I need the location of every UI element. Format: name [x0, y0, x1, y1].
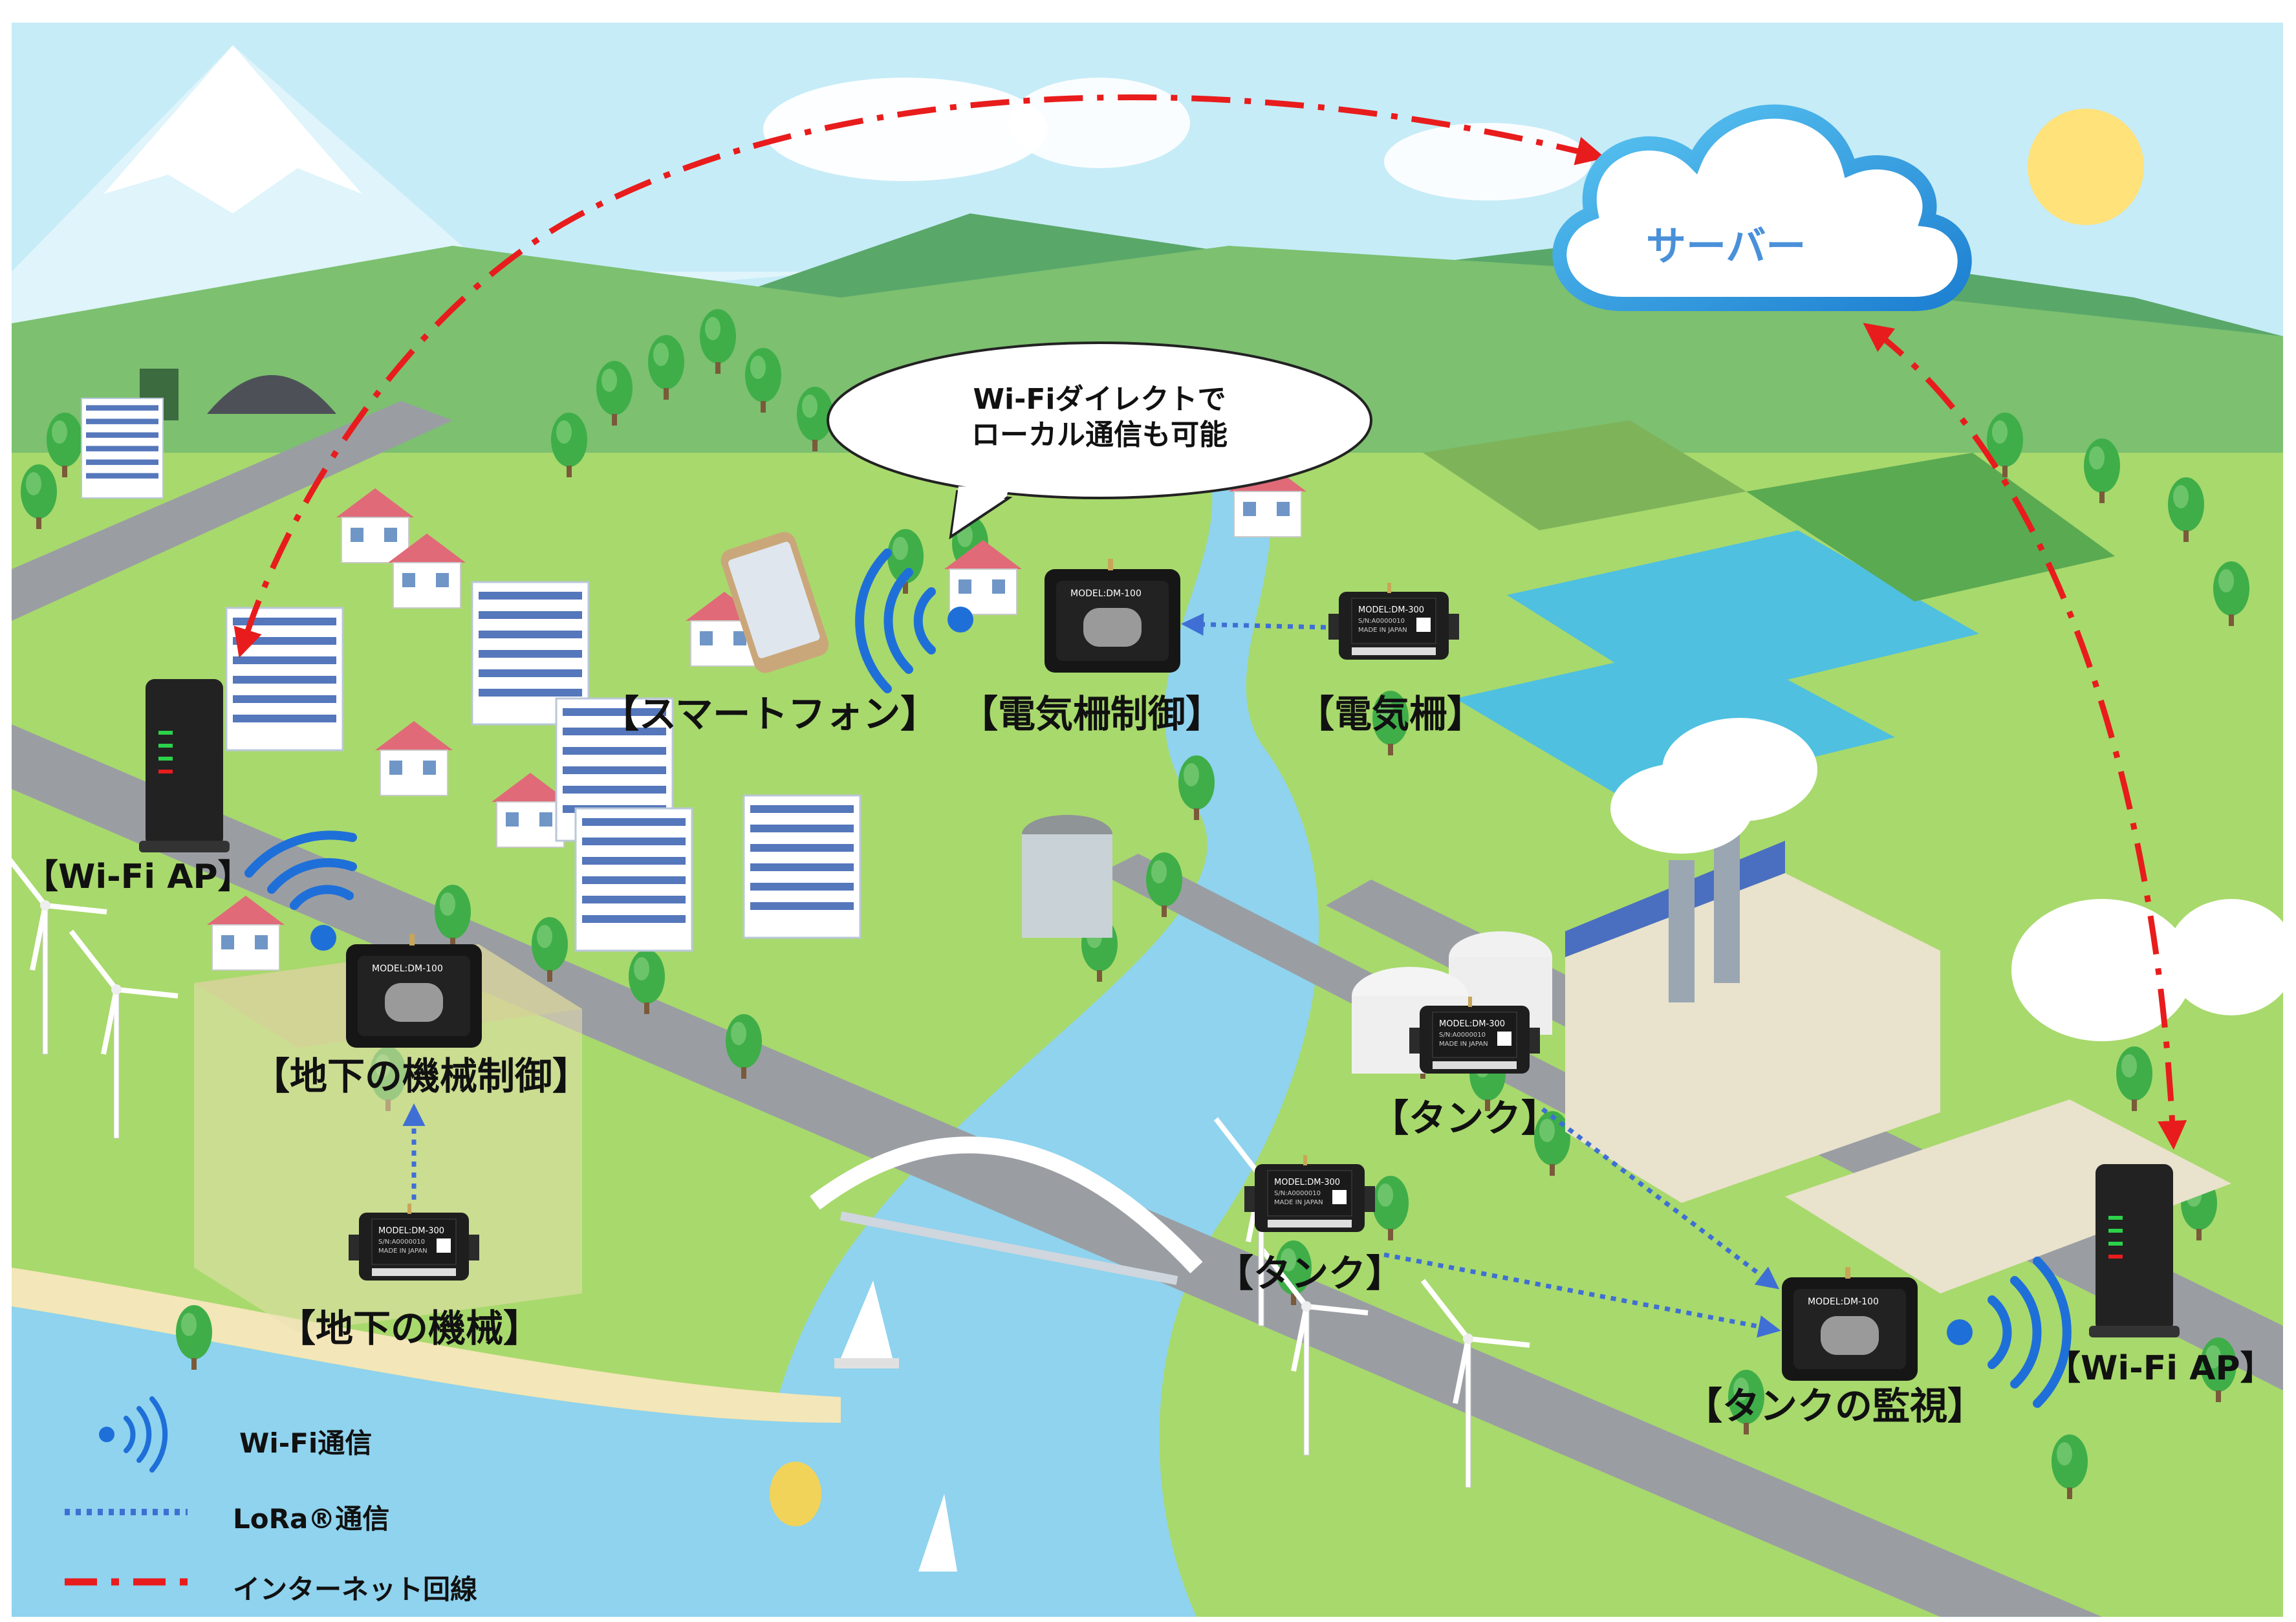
server-cloud-label: サーバー [1646, 222, 1806, 270]
smartphone-icon [720, 532, 829, 673]
label-electric-fence: 【電気柵】 [1297, 692, 1485, 736]
speech-bubble [827, 341, 1372, 499]
legend-lora-label: LoRa®通信 [233, 1503, 390, 1535]
wifi-icon-left-ap [244, 830, 357, 951]
server-cloud [1552, 104, 1972, 311]
tank-sensor-1-device [1409, 996, 1541, 1074]
factory [1565, 873, 1940, 1203]
label-underground-machine: 【地下の機械】 [278, 1306, 541, 1350]
fence-controller-device [1045, 559, 1180, 673]
speech-bubble-text: Wi-Fiダイレクトで ローカル通信も可能 [873, 382, 1326, 453]
underground-sensor-device [348, 1203, 480, 1281]
tank-monitor-device [1782, 1267, 1918, 1381]
wifi-router-right [2089, 1164, 2180, 1337]
label-wifi-ap-left: 【Wi-Fi AP】 [25, 858, 252, 896]
label-tank-monitor: 【タンクの監視】 [1685, 1384, 1986, 1428]
underground-controller-device [346, 934, 482, 1048]
speech-bubble-line-2: ローカル通信も可能 [971, 418, 1228, 451]
legend-internet-label: インターネット回線 [233, 1573, 478, 1605]
legend [65, 1396, 194, 1586]
label-underground-control: 【地下の機械制御】 [252, 1054, 590, 1098]
legend-wifi-icon [99, 1396, 168, 1473]
fence-sensor-device [1328, 582, 1460, 660]
wifi-router-left [139, 679, 230, 852]
sun [2028, 109, 2144, 225]
sailboat [841, 1281, 893, 1358]
river [757, 440, 1319, 1617]
wifi-icon-right-ap [1947, 1257, 2072, 1408]
label-wifi-ap-right: 【Wi-Fi AP】 [2047, 1349, 2274, 1388]
sea [12, 1306, 841, 1617]
legend-wifi-label: Wi-Fi通信 [239, 1427, 373, 1459]
internet-line-left [233, 94, 1606, 658]
internet-line-right [1863, 323, 2187, 1150]
lora-line-tank-1 [1541, 1107, 1780, 1290]
speech-bubble-line-1: Wi-Fiダイレクトで [973, 383, 1226, 416]
wifi-icon-phone [855, 548, 973, 693]
label-smartphone: 【スマートフォン】 [601, 692, 938, 736]
label-fence-control: 【電気柵制御】 [960, 692, 1224, 736]
label-tank-1: 【タンク】 [1371, 1096, 1559, 1140]
label-tank-2: 【タンク】 [1216, 1251, 1404, 1295]
lora-line-fence [1181, 613, 1327, 636]
bridge [810, 1136, 1203, 1273]
buoy [770, 1462, 821, 1526]
tank-sensor-2-device [1244, 1154, 1376, 1233]
